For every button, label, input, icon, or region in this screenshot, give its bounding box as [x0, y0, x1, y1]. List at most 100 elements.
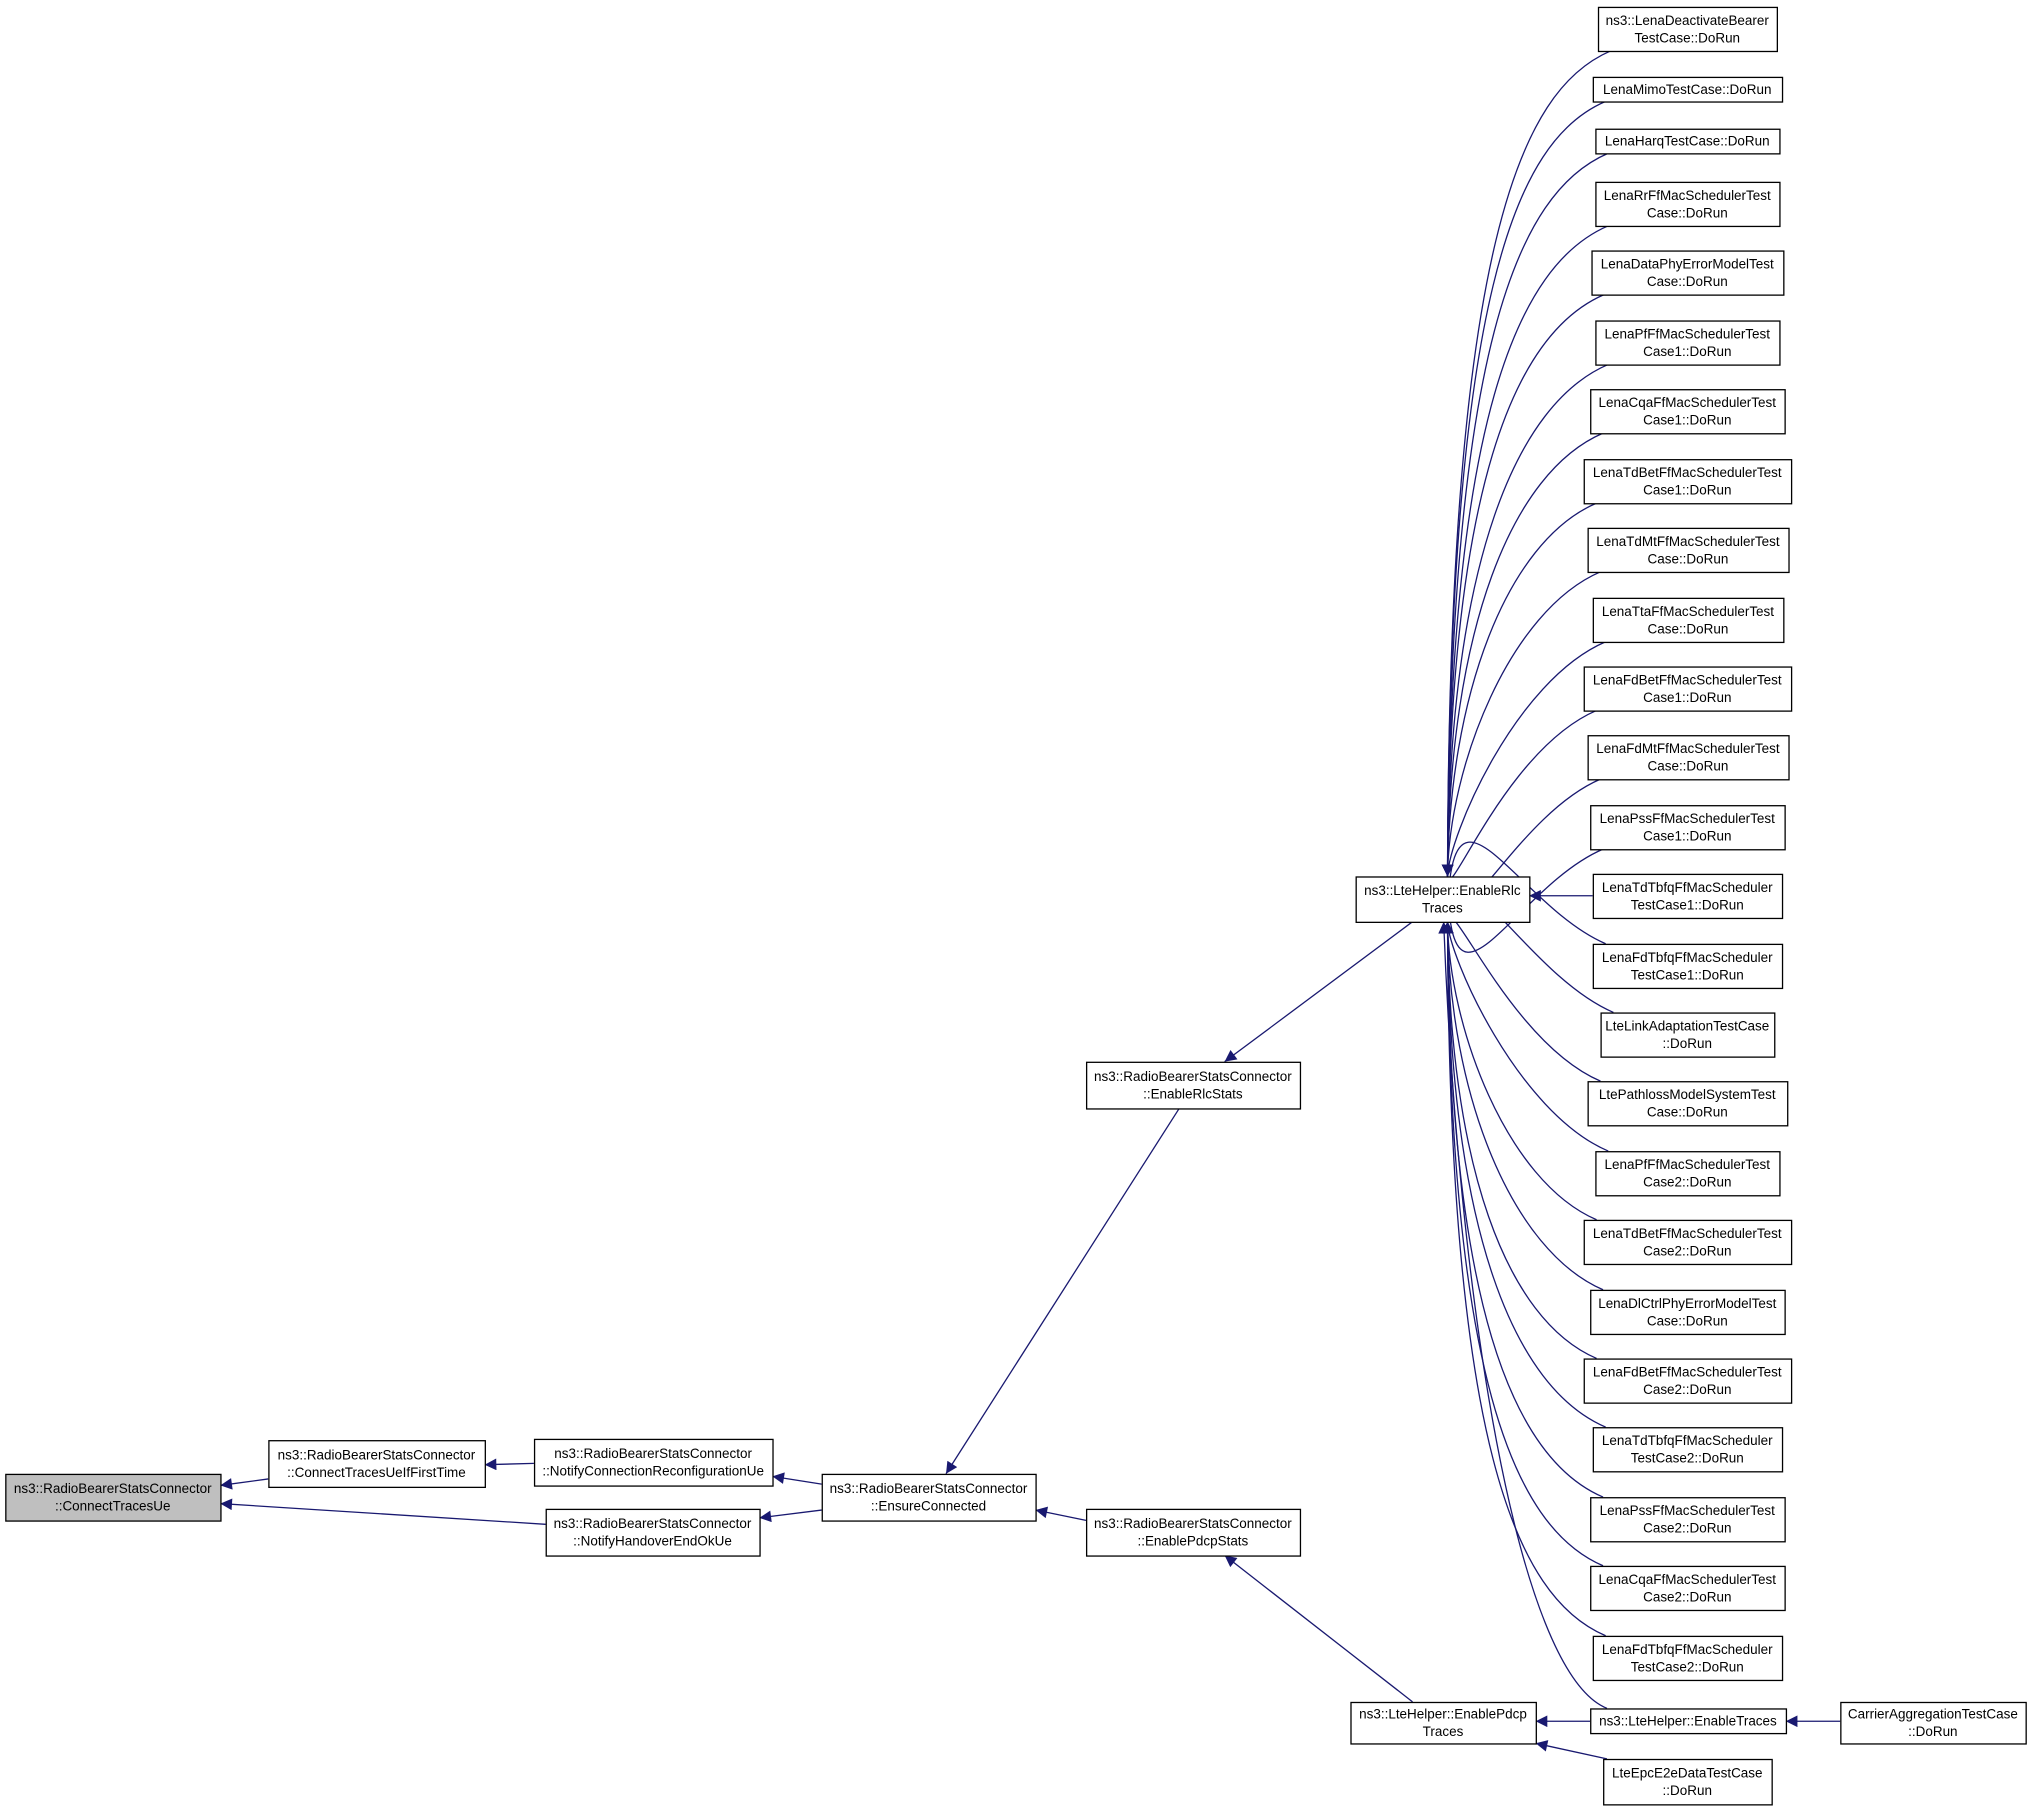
node-notifyHandover[interactable]: ns3::RadioBearerStatsConnector::NotifyHa… [545, 1508, 761, 1557]
node-r1[interactable]: LenaMimoTestCase::DoRun [1592, 76, 1784, 103]
node-box [268, 1440, 486, 1489]
node-label-line: ns3::LteHelper::EnableTraces [1599, 1713, 1777, 1728]
node-box [1590, 1289, 1786, 1336]
node-label-line: Case2::DoRun [1643, 1243, 1731, 1258]
node-label-line: LenaCqaFfMacSchedulerTest [1599, 395, 1777, 410]
node-label-line: LteLinkAdaptationTestCase [1605, 1018, 1769, 1033]
node-label-line: ::ConnectTracesUeIfFirstTime [287, 1465, 466, 1480]
node-box [1590, 1565, 1786, 1612]
node-label-line: Case::DoRun [1647, 205, 1728, 220]
node-enableRlcStats[interactable]: ns3::RadioBearerStatsConnector::EnableRl… [1085, 1061, 1302, 1110]
node-label-line: ::EnablePdcpStats [1137, 1534, 1248, 1549]
call-edge-ifFirstTime-to-connectTracesUe [220, 1478, 269, 1490]
node-label-line: Case2::DoRun [1643, 1521, 1731, 1536]
node-label-line: LtePathlossModelSystemTest [1599, 1087, 1776, 1102]
node-r15[interactable]: LteLinkAdaptationTestCase::DoRun [1600, 1012, 1776, 1058]
node-label-line: ::NotifyConnectionReconfigurationUe [542, 1464, 764, 1479]
node-label-line: ns3::LteHelper::EnableRlc [1364, 883, 1521, 898]
node-box [1591, 250, 1785, 296]
node-box [1085, 1508, 1302, 1557]
call-edge-r23-to-rlcTraces [1441, 921, 1604, 1567]
node-connectTracesUe[interactable]: ns3::RadioBearerStatsConnector::ConnectT… [5, 1473, 222, 1522]
call-edge-r7-to-rlcTraces [1441, 502, 1597, 877]
node-box [1600, 1012, 1776, 1058]
node-label-line: LenaPssFfMacSchedulerTest [1600, 1503, 1775, 1518]
node-ensureConnected[interactable]: ns3::RadioBearerStatsConnector::EnsureCo… [821, 1473, 1037, 1522]
node-label-line: Case1::DoRun [1643, 829, 1731, 844]
node-box [1603, 1758, 1773, 1806]
node-label-line: ns3::RadioBearerStatsConnector [554, 1446, 752, 1461]
node-e2eData[interactable]: LteEpcE2eDataTestCase::DoRun [1603, 1758, 1773, 1806]
call-edge-r18-to-rlcTraces [1441, 921, 1597, 1221]
node-label-line: Case::DoRun [1647, 1105, 1728, 1120]
node-box [1587, 735, 1790, 781]
node-label-line: Case::DoRun [1648, 759, 1729, 774]
node-label-line: ::EnsureConnected [871, 1499, 986, 1514]
node-box [1597, 6, 1778, 53]
node-label-line: LenaDlCtrlPhyErrorModelTest [1598, 1296, 1776, 1311]
node-box [821, 1473, 1037, 1522]
node-label-line: LenaFdTbfqFfMacScheduler [1602, 950, 1773, 965]
node-label-line: LenaHarqTestCase::DoRun [1605, 134, 1770, 149]
node-label-line: LenaMimoTestCase::DoRun [1603, 82, 1771, 97]
node-label-line: ::DoRun [1663, 1036, 1712, 1051]
node-box [1840, 1701, 2027, 1745]
node-label-line: LenaTdMtFfMacSchedulerTest [1596, 534, 1780, 549]
node-box [1592, 597, 1785, 644]
call-edge-r6-to-rlcTraces [1441, 432, 1604, 877]
node-label-line: Case2::DoRun [1643, 1382, 1731, 1397]
node-ifFirstTime[interactable]: ns3::RadioBearerStatsConnector::ConnectT… [268, 1440, 486, 1489]
node-notifyConnReconf[interactable]: ns3::RadioBearerStatsConnector::NotifyCo… [533, 1438, 774, 1487]
node-label-line: LteEpcE2eDataTestCase [1612, 1766, 1763, 1781]
call-edge-pdcpTraces-to-enablePdcpStats [1224, 1554, 1413, 1703]
node-box [1587, 527, 1790, 574]
node-box [1595, 320, 1781, 366]
node-box [1085, 1061, 1302, 1110]
node-label-line: Case2::DoRun [1643, 1589, 1731, 1604]
node-label-line: ns3::RadioBearerStatsConnector [14, 1481, 212, 1496]
node-enablePdcpStats[interactable]: ns3::RadioBearerStatsConnector::EnablePd… [1085, 1508, 1302, 1557]
node-box [1592, 76, 1784, 103]
call-edge-ensureConnected-to-notifyConnReconf [772, 1472, 822, 1485]
node-box [1592, 1635, 1784, 1682]
node-carrierAgg[interactable]: CarrierAggregationTestCase::DoRun [1840, 1701, 2027, 1745]
node-enableTraces[interactable]: ns3::LteHelper::EnableTraces [1590, 1708, 1788, 1735]
node-label-line: LenaTdBetFfMacSchedulerTest [1593, 1226, 1782, 1241]
node-label-line: LenaDataPhyErrorModelTest [1601, 256, 1774, 271]
call-edge-r5-to-rlcTraces [1441, 363, 1609, 877]
node-r2[interactable]: LenaHarqTestCase::DoRun [1595, 128, 1781, 155]
call-edge-r3-to-rlcTraces [1441, 225, 1609, 877]
node-label-line: LenaPssFfMacSchedulerTest [1600, 811, 1775, 826]
node-label-line: TestCase2::DoRun [1631, 1659, 1744, 1674]
node-label-line: LenaTtaFfMacSchedulerTest [1602, 604, 1774, 619]
node-label-line: LenaCqaFfMacSchedulerTest [1599, 1572, 1777, 1587]
node-label-line: TestCase1::DoRun [1631, 897, 1744, 912]
node-label-line: LenaFdBetFfMacSchedulerTest [1593, 672, 1782, 687]
node-box [1592, 943, 1784, 990]
